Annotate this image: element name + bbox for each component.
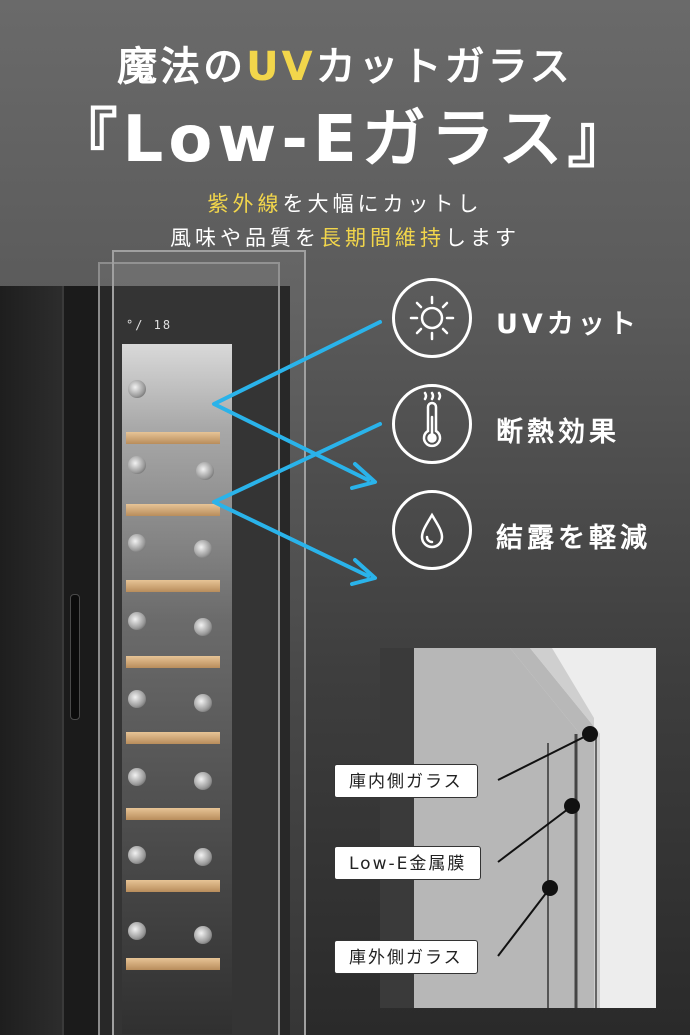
wine-bottle <box>194 694 212 712</box>
wine-bottle <box>128 380 146 398</box>
subtitle-line2: 風味や品質を長期間維持します <box>0 222 690 252</box>
feature-label-insulation: 断熱効果 <box>496 417 620 448</box>
sun-icon <box>409 295 455 341</box>
headline-line1-pre: 魔法の <box>117 44 247 90</box>
callout-outer-glass: 庫外側ガラス <box>334 940 478 974</box>
subtitle-line1-accent: 紫外線 <box>207 192 283 216</box>
door-handle <box>70 594 80 720</box>
leader-dot <box>542 880 558 896</box>
wine-bottle <box>196 462 214 480</box>
feature-label-uv-cut: UVカット <box>496 309 640 340</box>
uv-cut-icon-circle <box>392 278 472 358</box>
wine-bottle <box>194 926 212 944</box>
arrow-head <box>350 462 377 490</box>
wine-bottle <box>128 534 146 552</box>
condensation-icon-circle <box>392 490 472 570</box>
water-drop-icon <box>420 512 444 549</box>
wine-bottle <box>194 772 212 790</box>
wine-bottle <box>128 846 146 864</box>
wine-shelf <box>126 732 220 744</box>
subtitle-line2-post: します <box>445 226 520 250</box>
headline-line2: 『Low-Eガラス』 <box>53 103 637 177</box>
arrow-head <box>350 558 377 586</box>
thermometer-icon <box>422 391 442 448</box>
wine-bottle <box>194 540 212 558</box>
callout-low-e-coating: Low-E金属膜 <box>334 846 482 880</box>
control-panel-readout: °/ 18 <box>126 318 173 332</box>
wine-shelf <box>126 958 220 970</box>
headline-line1-accent: UV <box>246 44 316 90</box>
wine-shelf <box>126 504 220 516</box>
cross-section-drawing <box>380 648 656 1008</box>
wine-shelf <box>126 580 220 592</box>
subtitle-line1-post: を大幅にカットし <box>282 192 483 216</box>
wine-shelf <box>126 880 220 892</box>
wine-bottle <box>194 848 212 866</box>
callout-inner-glass: 庫内側ガラス <box>334 764 478 798</box>
wine-shelf <box>126 432 220 444</box>
wine-bottle <box>128 922 146 940</box>
leader-dot <box>564 798 580 814</box>
wine-shelf <box>126 808 220 820</box>
subtitle-line1: 紫外線を大幅にカットし <box>0 188 690 218</box>
headline-line1-post: カットガラス <box>315 44 573 90</box>
wine-bottle <box>128 456 146 474</box>
subtitle-line2-pre: 風味や品質を <box>170 226 320 250</box>
subtitle-line2-accent: 長期間維持 <box>320 226 445 250</box>
insulation-icon-circle <box>392 384 472 464</box>
wine-bottle <box>128 612 146 630</box>
leader-dot <box>582 726 598 742</box>
wine-bottle <box>128 690 146 708</box>
arrow-heat-reflection <box>212 422 382 578</box>
wine-bottle <box>194 618 212 636</box>
feature-label-condensation: 結露を軽減 <box>496 523 651 554</box>
wine-bottle <box>128 768 146 786</box>
headline-line1: 魔法のUVカットガラス <box>0 34 690 92</box>
wine-shelf <box>126 656 220 668</box>
